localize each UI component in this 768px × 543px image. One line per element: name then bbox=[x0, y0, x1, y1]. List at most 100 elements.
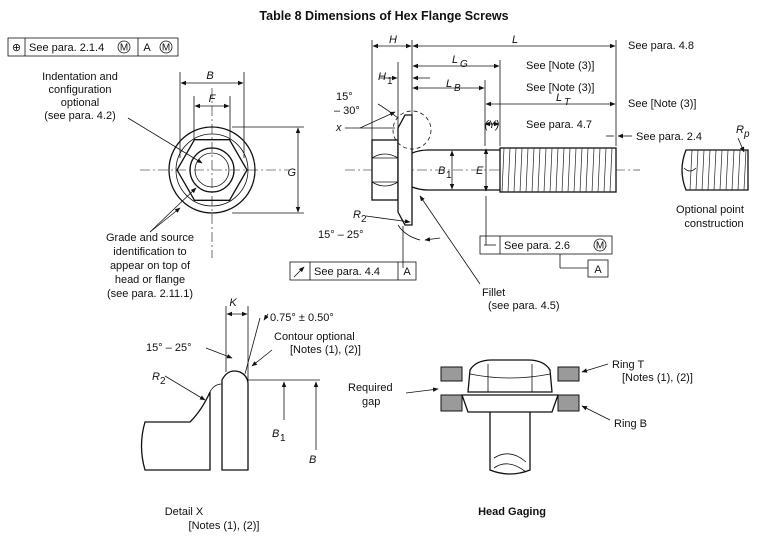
note-para-4-7: See para. 4.7 bbox=[526, 119, 592, 131]
position-symbol-icon: ⊕ bbox=[12, 42, 21, 54]
radius-Rp-label: R p bbox=[736, 124, 750, 140]
dim-L-label: L bbox=[512, 34, 518, 46]
svg-text:T: T bbox=[564, 97, 571, 108]
svg-text:Detail X: Detail X bbox=[165, 506, 204, 518]
detail-angle: 15° – 25° bbox=[146, 342, 192, 354]
svg-text:R: R bbox=[152, 371, 160, 383]
dim-LT-label: L T bbox=[556, 92, 571, 108]
dim-Y-label: (Y) bbox=[485, 119, 500, 131]
svg-text:H: H bbox=[378, 71, 386, 83]
straightness-frame: See para. 2.6 M bbox=[479, 235, 613, 255]
svg-text:Indentation and: Indentation and bbox=[42, 71, 118, 83]
svg-text:L: L bbox=[452, 54, 458, 66]
svg-text:construction: construction bbox=[684, 218, 743, 230]
optional-point-view bbox=[681, 137, 749, 191]
svg-text:A: A bbox=[594, 264, 602, 276]
detail-x-marker: x bbox=[335, 122, 342, 134]
dim-B-label: B bbox=[206, 70, 213, 82]
dim-H1-label: H 1 bbox=[378, 71, 393, 87]
svg-text:Contour optional: Contour optional bbox=[274, 331, 355, 343]
table-title: Table 8 Dimensions of Hex Flange Screws bbox=[259, 9, 508, 23]
note-3-lt: See [Note (3)] bbox=[628, 98, 696, 110]
detail-R2-label: R 2 bbox=[152, 371, 166, 387]
flange-angle: 15° – 25° bbox=[318, 229, 364, 241]
head-top-view: B F G bbox=[127, 70, 304, 258]
grade-identification-note: Grade and source identification to appea… bbox=[106, 232, 194, 300]
dim-B1-label: B 1 bbox=[438, 165, 452, 181]
fcf-top-ref: See para. 2.1.4 bbox=[29, 42, 104, 54]
note-3-lb: See [Note (3)] bbox=[526, 82, 594, 94]
svg-text:Fillet: Fillet bbox=[482, 287, 505, 299]
svg-text:1: 1 bbox=[280, 433, 286, 444]
detail-B-label: B bbox=[309, 454, 316, 466]
optional-point-note: Optional point construction bbox=[676, 204, 744, 230]
svg-text:(see para. 4.2): (see para. 4.2) bbox=[44, 110, 116, 122]
svg-text:2: 2 bbox=[160, 376, 166, 387]
svg-text:2: 2 bbox=[361, 214, 367, 225]
head-gaging-caption: Head Gaging bbox=[478, 506, 546, 518]
svg-text:B: B bbox=[272, 428, 279, 440]
dim-LB-label: L B bbox=[446, 78, 461, 94]
svg-text:p: p bbox=[743, 129, 750, 140]
svg-text:See para. 4.4: See para. 4.4 bbox=[314, 266, 380, 278]
head-angle-top-range: – 30° bbox=[334, 105, 360, 117]
required-gap-note: Required gap bbox=[348, 382, 393, 408]
flange-face-frame: See para. 4.4 A bbox=[289, 261, 417, 281]
dim-G-label: G bbox=[287, 167, 296, 179]
svg-text:A: A bbox=[403, 266, 411, 278]
datum-A-box: A bbox=[559, 254, 609, 278]
svg-text:configuration: configuration bbox=[49, 84, 112, 96]
svg-text:R: R bbox=[736, 124, 744, 136]
svg-text:R: R bbox=[353, 209, 361, 221]
svg-text:(see para. 4.5): (see para. 4.5) bbox=[488, 300, 560, 312]
svg-text:[Notes (1), (2)]: [Notes (1), (2)] bbox=[290, 344, 361, 356]
detail-x-caption: Detail X [Notes (1), (2)] bbox=[165, 506, 260, 532]
fcf-top-modifier-2: M bbox=[162, 43, 170, 54]
svg-text:optional: optional bbox=[61, 97, 100, 109]
svg-text:head or flange: head or flange bbox=[115, 274, 185, 286]
indentation-note: Indentation and configuration optional (… bbox=[42, 71, 118, 122]
dim-H-label: H bbox=[389, 34, 397, 46]
screw-side-view bbox=[345, 40, 640, 285]
detail-tolerance-angle: 0.75° ± 0.50° bbox=[270, 312, 334, 324]
svg-text:identification to: identification to bbox=[113, 246, 186, 258]
svg-text:Required: Required bbox=[348, 382, 393, 394]
svg-text:B: B bbox=[438, 165, 445, 177]
svg-text:1: 1 bbox=[446, 170, 452, 181]
svg-text:Grade and source: Grade and source bbox=[106, 232, 194, 244]
dim-LG-label: L G bbox=[452, 54, 468, 70]
svg-text:Ring T: Ring T bbox=[612, 359, 644, 371]
svg-text:[Notes (1), (2)]: [Notes (1), (2)] bbox=[189, 520, 260, 532]
note-para-2-4: See para. 2.4 bbox=[636, 131, 702, 143]
svg-text:(see para. 2.11.1): (see para. 2.11.1) bbox=[107, 288, 193, 300]
detail-B1-label: B 1 bbox=[272, 428, 286, 444]
note-3-lg: See [Note (3)] bbox=[526, 60, 594, 72]
svg-text:appear on top of: appear on top of bbox=[110, 260, 191, 272]
svg-text:L: L bbox=[556, 92, 562, 104]
svg-text:L: L bbox=[446, 78, 452, 90]
svg-text:Optional point: Optional point bbox=[676, 204, 744, 216]
dim-E-label: E bbox=[476, 165, 484, 177]
svg-text:B: B bbox=[454, 83, 461, 94]
dim-F-label: F bbox=[209, 93, 217, 105]
detail-K-label: K bbox=[229, 297, 237, 309]
head-angle-top: 15° bbox=[336, 91, 353, 103]
note-para-4-8: See para. 4.8 bbox=[628, 40, 694, 52]
svg-text:[Notes (1), (2)]: [Notes (1), (2)] bbox=[622, 372, 693, 384]
head-gaging-view bbox=[405, 359, 611, 475]
svg-text:G: G bbox=[460, 59, 468, 70]
svg-text:M: M bbox=[596, 241, 604, 252]
detail-x-view bbox=[140, 306, 320, 471]
fcf-top-datum: A bbox=[143, 42, 151, 54]
ring-T-note: Ring T [Notes (1), (2)] bbox=[612, 359, 693, 384]
ring-B-label: Ring B bbox=[614, 418, 647, 430]
svg-text:1: 1 bbox=[387, 76, 393, 87]
fillet-note: Fillet (see para. 4.5) bbox=[482, 287, 560, 312]
svg-text:gap: gap bbox=[362, 396, 380, 408]
svg-text:See para. 2.6: See para. 2.6 bbox=[504, 240, 570, 252]
radius-R2-label: R 2 bbox=[353, 209, 367, 225]
detail-contour-note: Contour optional [Notes (1), (2)] bbox=[274, 331, 361, 356]
position-tolerance-frame: ⊕ See para. 2.1.4 M A M bbox=[7, 37, 179, 57]
fcf-top-modifier-1: M bbox=[120, 43, 128, 54]
